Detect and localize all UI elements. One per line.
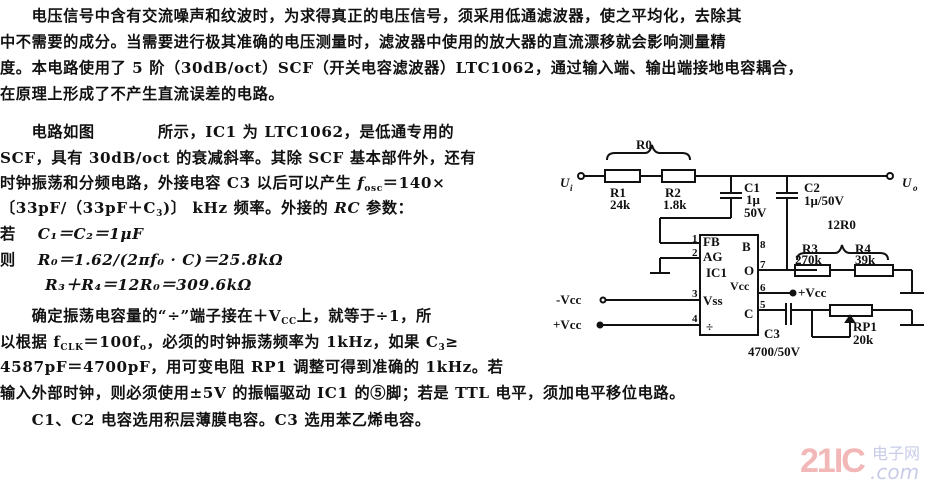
equation-row-3: R₃＋R₄＝12R₀＝309.6kΩ	[0, 275, 560, 295]
rp1-value: 20k	[853, 332, 874, 347]
circuit-diagram: U i U o R0 R1 24k R2 1.8k C1 1μ 50V C2 1…	[553, 137, 924, 359]
ic-pin-8-num: 8	[760, 239, 766, 251]
ic-pin-ag: AG	[703, 249, 723, 264]
line3-text: 时钟振荡和分频电路，外接电容 C3 以后可以产生	[0, 174, 358, 192]
then-label: 则	[0, 251, 16, 269]
paragraph-1-line-3: 度。本电路使用了 5 阶（30dB/oct）SCF（开关电容滤波器）LTC106…	[0, 59, 804, 77]
fosc-formula: ＝140×	[382, 174, 446, 192]
ic-pin-vss: Vss	[703, 293, 723, 308]
paragraph-3-line-2: 以根据 fCLK＝100fo，必须的时钟振荡频率为 1kHz，如果 C3≥	[0, 332, 560, 358]
equation-r3-r4: R₃＋R₄＝12R₀＝309.6kΩ	[45, 276, 252, 294]
r1-value: 24k	[610, 197, 631, 212]
r4-value: 39k	[855, 252, 876, 267]
pos-vcc-in-label: +Vcc	[553, 317, 582, 332]
p3-text-c: 以根据 f	[0, 333, 61, 351]
formula-tail: )〕 kHz 频率。外接的	[162, 199, 335, 217]
c2-label: C2	[804, 180, 820, 195]
paragraph-1-line-2: 中不需要的成分。当需要进行极其准确的电压测量时，滤波器中使用的放大器的直流漂移就…	[0, 33, 727, 51]
p3-text-a: 确定振荡电容量的“÷”端子接在＋V	[0, 307, 282, 325]
paragraph-1-line-4: 在原理上形成了不产生直流误差的电路。	[0, 85, 285, 103]
equation-r0: R₀＝1.62/(2πf₀ · C)＝25.8kΩ	[37, 251, 284, 269]
watermark-domain: .com	[870, 460, 920, 484]
pos-vcc-out-label: +Vcc	[798, 285, 827, 300]
ic-pin-6-num: 6	[760, 282, 766, 294]
12r0-label: 12R0	[827, 217, 856, 232]
r3-value: 270k	[795, 252, 823, 267]
watermark-brand: 21IC	[800, 442, 866, 480]
ic-pin-fb: FB	[703, 234, 720, 249]
if-label: 若	[0, 225, 16, 243]
paragraph-2-line-1: 电路如图 所示，IC1 为 LTC1062，是低通专用的	[0, 123, 455, 141]
watermark-21ic: 21IC 电子网 .com	[800, 440, 941, 485]
r2-label: R2	[665, 185, 681, 200]
ic-pin-3-num: 3	[692, 288, 698, 300]
ic-pin-o: O	[744, 263, 754, 278]
r0-label: R0	[636, 137, 652, 152]
ic-pin-b: B	[742, 239, 751, 254]
ui-subscript: i	[570, 183, 573, 193]
ic-pin-4-num: 4	[692, 313, 698, 325]
paragraph-2-line-3: 时钟振荡和分频电路，外接电容 C3 以后可以产生 fosc＝140×	[0, 173, 560, 199]
ic-name: IC1	[706, 265, 727, 280]
f0-subscript: o	[139, 343, 147, 353]
ic-pin-div: ÷	[706, 319, 713, 334]
ic-pin-5-num: 5	[760, 299, 766, 311]
c2-value: 1μ/50V	[804, 193, 844, 208]
uo-subscript: o	[913, 183, 918, 193]
r2-value: 1.8k	[663, 197, 687, 212]
fclk-subscript: CLK	[60, 343, 84, 353]
paragraph-2-line-2: SCF，具有 30dB/oct 的衰减斜率。其除 SCF 基本部件外，还有	[0, 149, 477, 167]
formula-part: 〔33pF/（33pF＋C	[0, 199, 157, 217]
ic-pin-c: C	[744, 306, 753, 321]
neg-vcc-label: -Vcc	[556, 292, 581, 307]
equation-row-2: 则 R₀＝1.62/(2πf₀ · C)＝25.8kΩ	[0, 250, 560, 270]
ic-pin-vcc: Vcc	[730, 279, 750, 293]
fosc-symbol: f	[357, 174, 365, 192]
ic-pin-7-num: 7	[760, 259, 766, 271]
paragraph-1-line-1: 电压信号中含有交流噪声和纹波时，为求得真正的电压信号，须采用低通滤波器，使之平均…	[0, 7, 743, 25]
c1-voltage: 50V	[744, 205, 767, 220]
ui-label: U	[560, 175, 570, 190]
r4-label: R4	[855, 241, 871, 256]
c3-subscript: 3	[156, 209, 163, 219]
c3-subscript-2: 3	[438, 343, 446, 353]
fosc-subscript: osc	[364, 184, 383, 194]
r1-label: R1	[610, 185, 626, 200]
paragraph-3-line-5: C1、C2 电容选用积层薄膜电容。C3 选用苯乙烯电容。	[0, 411, 431, 429]
p3-text-e: ，必须的时钟振荡频率为 1kHz，如果 C	[146, 333, 439, 351]
p3-text-b: 上，就等于÷1，所	[296, 307, 432, 325]
ic-pin-1-num: 1	[692, 233, 698, 245]
paragraph-2-line-4: 〔33pF/（33pF＋C3)〕 kHz 频率。外接的 RC 参数：	[0, 198, 560, 224]
equation-row-1: 若 C₁＝C₂＝1μF	[0, 224, 560, 244]
watermark-cn: 电子网	[872, 444, 921, 463]
c1-value: 1μ	[746, 192, 761, 207]
c1-label: C1	[744, 180, 760, 195]
c3-value: 4700/50V	[748, 344, 801, 359]
vcc-subscript: CC	[281, 317, 297, 327]
equation-c1-c2: C₁＝C₂＝1μF	[37, 225, 144, 243]
p3-text-d: ＝100f	[83, 333, 140, 351]
paragraph-3-line-4: 输入外部时钟，则必须使用±5V 的振幅驱动 IC1 的⑤脚；若是 TTL 电平，…	[0, 384, 685, 402]
paragraph-3-line-1: 确定振荡电容量的“÷”端子接在＋VCC上，就等于÷1，所	[0, 306, 560, 332]
rp1-label: RP1	[853, 319, 877, 334]
r3-label: R3	[802, 241, 818, 256]
c3-label: C3	[764, 326, 780, 341]
ic-pin-2-num: 2	[692, 247, 698, 259]
rc-symbol: RC	[334, 199, 361, 217]
p3-text-f: ≥	[445, 333, 459, 351]
rc-tail: 参数：	[360, 199, 414, 217]
uo-label: U	[902, 175, 912, 190]
paragraph-3-line-3: 4587pF＝4700pF，用可变电阻 RP1 调整可得到准确的 1kHz。若	[0, 358, 504, 376]
